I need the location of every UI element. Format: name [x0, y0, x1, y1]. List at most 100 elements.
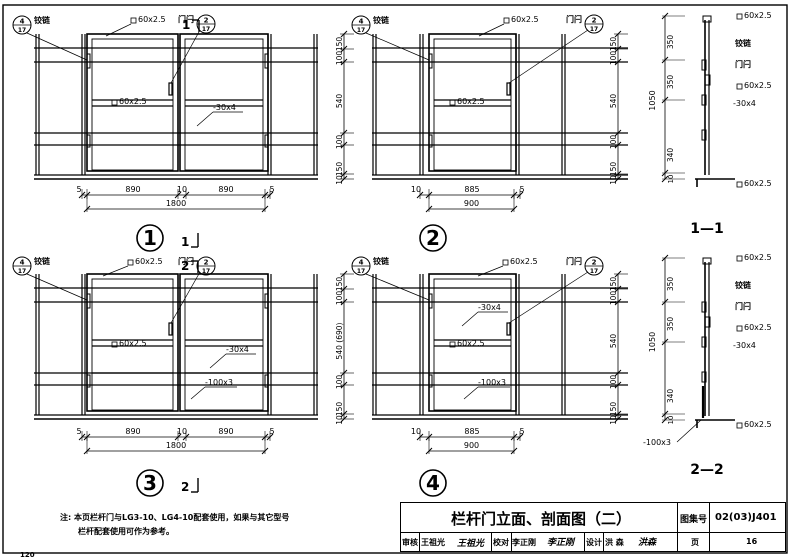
horizontal-dim-label: 885 [464, 427, 479, 436]
top-tube-leader [102, 265, 129, 277]
vertical-dim-label: 100 [609, 51, 618, 66]
latch-leader [170, 29, 201, 84]
flat-bar-leader [209, 353, 227, 369]
horizontal-dim-label: 10 [177, 185, 187, 194]
plate-leader [463, 386, 479, 400]
hinge-icon [428, 374, 433, 388]
detail-callout-latch-bottom: 17 [590, 26, 598, 33]
vertical-dim-label: 540 [609, 334, 618, 349]
top-tube-label: 60x2.5 [510, 257, 538, 266]
flat-bar-label: -30x4 [213, 103, 236, 112]
detail-callout-hinge-bottom: 17 [18, 268, 26, 275]
section-label: 60x2.5 [744, 253, 772, 262]
horizontal-dim-label: 890 [125, 185, 140, 194]
designer-name: 洪 森 [605, 538, 624, 547]
hinge-leader [365, 32, 430, 61]
mid-tube-tube-symbol [111, 341, 118, 348]
hinge-label: 铰链 [373, 256, 390, 266]
hinge-icon [264, 53, 269, 69]
hinge-icon [428, 53, 433, 69]
horizontal-dim-label: 5 [519, 185, 524, 194]
design-label: 设计 [586, 538, 602, 547]
vertical-dim-label: 100 [335, 51, 344, 66]
section-label: 门闩 [735, 59, 751, 69]
detail-callout-hinge-top: 4 [359, 18, 364, 26]
title-block: 栏杆门立面、剖面图（二） 图集号 02(03)J401 审核 王祖光 王祖光 校… [400, 502, 786, 552]
latch-label: 门闩 [566, 256, 582, 266]
section-hinge [701, 301, 707, 313]
mid-tube-tube-symbol [449, 341, 456, 348]
top-tube-leader [477, 265, 504, 277]
latch-label: 门闩 [566, 14, 582, 24]
atlas-number: 02(03)J401 [715, 512, 777, 523]
section-dim: 340 [666, 389, 675, 404]
hinge-icon [86, 134, 91, 148]
gate-frame-inner [91, 278, 174, 411]
section-mark-top: 1 [182, 18, 190, 32]
section-total-dim: 1050 [648, 332, 657, 352]
drawing-number-4: 4 [426, 471, 440, 495]
section-hinge [701, 371, 707, 383]
vertical-dim-label: 10 [335, 175, 344, 185]
horizontal-dim-label: 10 [411, 427, 421, 436]
hinge-icon [264, 374, 269, 388]
horizontal-dim-label: 10 [177, 427, 187, 436]
page-number: 16 [746, 537, 758, 546]
section-top-tube [702, 15, 712, 23]
flat-bar-leader [196, 111, 214, 127]
hinge-leader [26, 32, 88, 61]
vertical-dim-label: 150 [609, 277, 618, 292]
detail-callout-hinge-bottom: 17 [357, 27, 365, 34]
section-label: 铰链 [735, 280, 752, 290]
section-tube-tube-symbol [736, 83, 743, 90]
vertical-dim-label: 150 [335, 277, 344, 292]
top-tube-leader [105, 23, 132, 37]
gate-frame-inner [184, 278, 264, 411]
section-dim: 350 [666, 317, 675, 332]
latch-leader [170, 271, 201, 324]
section-tube-tube-symbol [736, 181, 743, 188]
vertical-dim-label: 150 [335, 37, 344, 52]
drawing-number-3-circle [136, 469, 164, 497]
mid-tube-tube-symbol [111, 99, 118, 106]
corner-mark: 120 [20, 551, 35, 559]
latch-icon [506, 322, 511, 336]
latch-icon [506, 82, 511, 96]
total-dim-label: 1800 [166, 441, 186, 450]
total-dim-label: 900 [464, 199, 479, 208]
vertical-dim-label: 100 [335, 375, 344, 390]
section-leader [676, 419, 702, 443]
horizontal-dim-label: 890 [218, 427, 233, 436]
latch-leader [508, 271, 589, 324]
gate-frame-outer [86, 273, 179, 412]
hinge-icon [264, 134, 269, 148]
section-label: 门闩 [735, 301, 751, 311]
vertical-dim-label: 10 [609, 415, 618, 425]
detail-callout-latch-bottom: 17 [590, 268, 598, 275]
drawing-number-2-circle [419, 224, 447, 252]
plate-leader [190, 386, 206, 400]
gate-frame-inner [433, 38, 512, 171]
detail-callout-latch-top: 2 [204, 17, 209, 25]
note-line-1: 本页栏杆门与LG3-10、LG4-10配套使用，如果与其它型号 [74, 513, 290, 522]
gate-frame-inner [91, 38, 174, 171]
top-tube-label: 60x2.5 [138, 15, 166, 24]
checker-name: 李正刚 [512, 538, 536, 547]
vertical-dim-label: 150 [335, 402, 344, 417]
detail-callout-hinge-bottom: 17 [357, 268, 365, 275]
latch-icon [168, 82, 173, 96]
section-tube-tube-symbol [736, 13, 743, 20]
drawing-number-2: 2 [426, 226, 440, 250]
section-mark-bottom: 2 [181, 480, 189, 494]
section-label: 铰链 [735, 38, 752, 48]
checker-signature: 李正刚 [547, 538, 575, 548]
note-block: 注: 本页栏杆门与LG3-10、LG4-10配套使用，如果与其它型号 栏杆配套使… [60, 511, 289, 539]
horizontal-dim-label: 890 [125, 427, 140, 436]
section-mark-top: 2 [181, 259, 189, 273]
top-tube-tube-symbol [127, 259, 134, 266]
section-label: -100x3 [643, 438, 671, 447]
drawing-number-1: 1 [143, 226, 157, 250]
plate-label: -100x3 [478, 378, 506, 387]
vertical-dim-label: 150 [609, 162, 618, 177]
